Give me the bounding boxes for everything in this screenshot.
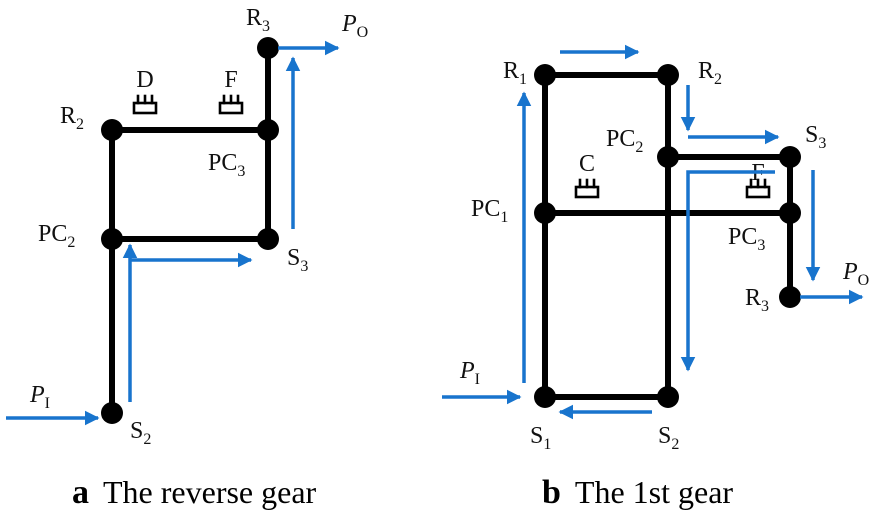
brake-c-icon: [574, 178, 600, 199]
node-s1: [534, 386, 556, 408]
label-r3: R3: [745, 285, 769, 315]
label-input-pi: PI: [459, 358, 480, 388]
node-pc1: [534, 202, 556, 224]
label-s2: S2: [658, 423, 679, 453]
node-s3: [257, 228, 279, 250]
brake-c-label: C: [579, 151, 595, 177]
panel-b-nodes: [534, 64, 801, 408]
panel-b-node-labels: R1 R2 PC2 S3 PC1 PC3 R3 S1 S2 PO PI: [459, 58, 869, 453]
node-r2: [657, 64, 679, 86]
node-r3: [779, 286, 801, 308]
brake-f-label: F: [224, 67, 237, 93]
brake-d-icon: [132, 94, 158, 115]
node-pc2: [101, 228, 123, 250]
brake-f-icon: [745, 178, 771, 199]
node-s3: [779, 146, 801, 168]
panel-a-power-flow: [6, 40, 340, 426]
panel-a-links: [109, 45, 271, 416]
brake-f-icon: [218, 94, 244, 115]
label-pc2: PC2: [38, 221, 75, 251]
label-input-pi: PI: [29, 382, 50, 412]
node-s2: [101, 402, 123, 424]
panel-a-node-labels: R3 R2 PC3 PC2 S3 S2 PO PI: [29, 5, 368, 448]
node-r2: [101, 119, 123, 141]
node-pc3: [257, 119, 279, 141]
label-output-po: PO: [842, 259, 869, 289]
label-r2: R2: [60, 103, 84, 133]
label-pc2: PC2: [606, 126, 643, 156]
panel-b-first-gear: C F R1 R2 PC2 S3 PC1 PC3 R3 S1 S2 PO: [442, 44, 869, 511]
label-r1: R1: [503, 58, 527, 88]
label-pc3: PC3: [208, 150, 245, 180]
node-r3: [257, 37, 279, 59]
label-s3: S3: [287, 245, 308, 275]
panel-a-brakes: D F: [132, 67, 244, 115]
label-r3: R3: [246, 5, 270, 35]
flow-arrow-down-pc2: [680, 170, 775, 372]
node-pc2: [657, 146, 679, 168]
node-pc3: [779, 202, 801, 224]
label-s2: S2: [130, 418, 151, 448]
brake-d-label: D: [136, 67, 153, 93]
panel-b-power-flow: [442, 44, 864, 420]
label-r2: R2: [698, 58, 722, 88]
panel-a-nodes: [101, 37, 279, 424]
node-s2: [657, 386, 679, 408]
label-output-po: PO: [341, 11, 368, 41]
label-s1: S1: [530, 423, 551, 453]
node-r1: [534, 64, 556, 86]
label-s3: S3: [805, 122, 826, 152]
label-pc3: PC3: [728, 224, 765, 254]
label-pc1: PC1: [471, 196, 508, 226]
panel-b-links: [542, 72, 793, 400]
